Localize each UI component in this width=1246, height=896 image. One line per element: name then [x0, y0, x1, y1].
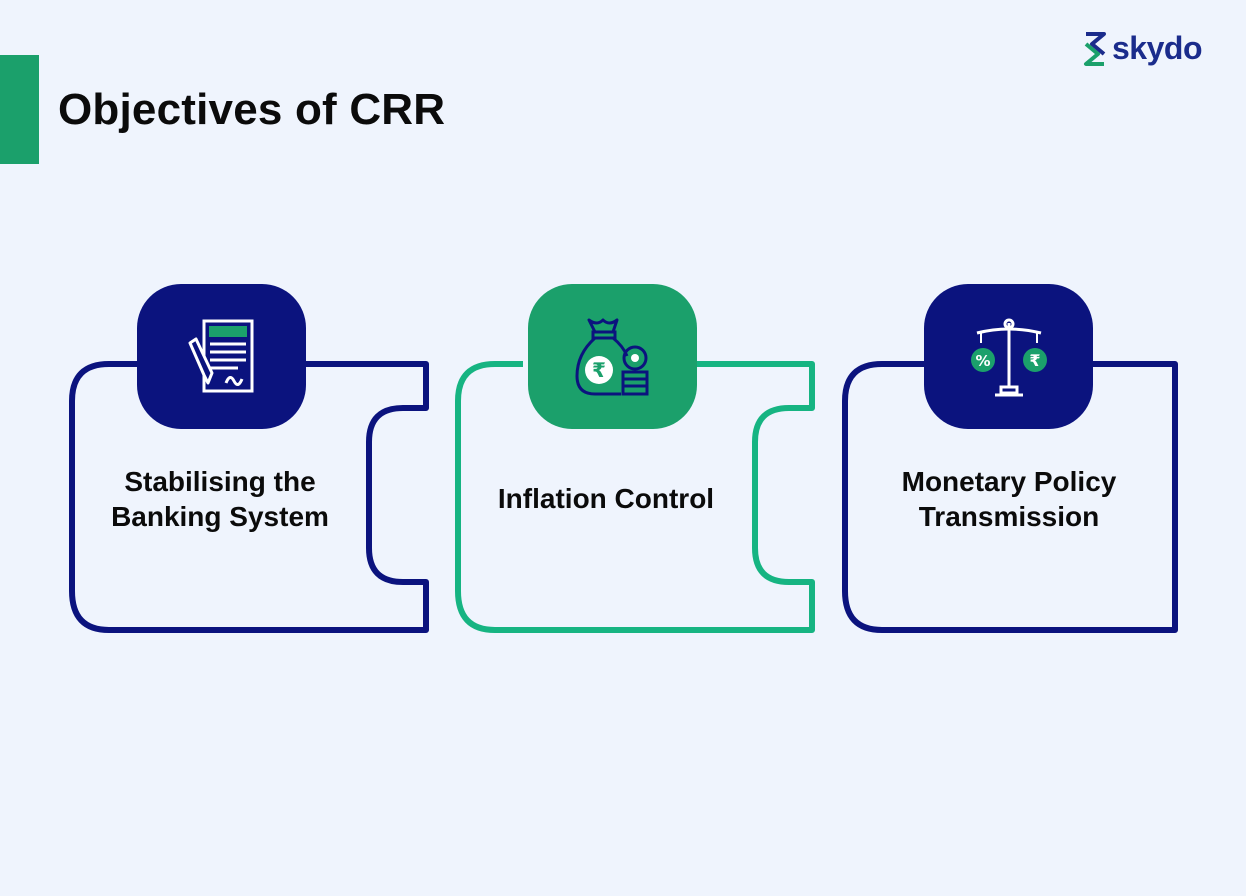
page-title: Objectives of CRR [58, 85, 446, 134]
icon-tile [137, 284, 306, 429]
card-frame [842, 361, 1178, 633]
objective-card-stabilising: Stabilising the Banking System [69, 284, 431, 636]
card-label: Inflation Control [497, 483, 715, 514]
icon-tile: % ₹ [924, 284, 1093, 429]
balance-scale-icon: % ₹ [970, 318, 1047, 396]
card-label: Stabilising the Banking System [111, 466, 329, 532]
card-label: Monetary Policy Transmission [901, 466, 1117, 532]
document-signature-icon [188, 319, 253, 392]
brand-logo: skydo [1082, 28, 1202, 68]
card-frame [69, 361, 429, 633]
svg-text:₹: ₹ [1029, 351, 1040, 370]
card-frame [455, 361, 815, 633]
svg-text:₹: ₹ [592, 358, 606, 382]
svg-text:%: % [975, 352, 990, 370]
skydo-logo-icon [1084, 32, 1106, 66]
objective-card-inflation: ₹ Inflation Control [455, 284, 817, 636]
rupee-money-bag-icon: ₹ [574, 318, 648, 395]
objective-card-monetary: % ₹ Monetary Policy Transmission [842, 284, 1204, 636]
brand-name: skydo [1112, 29, 1202, 66]
icon-tile: ₹ [528, 284, 697, 429]
title-accent-bar [0, 55, 39, 164]
